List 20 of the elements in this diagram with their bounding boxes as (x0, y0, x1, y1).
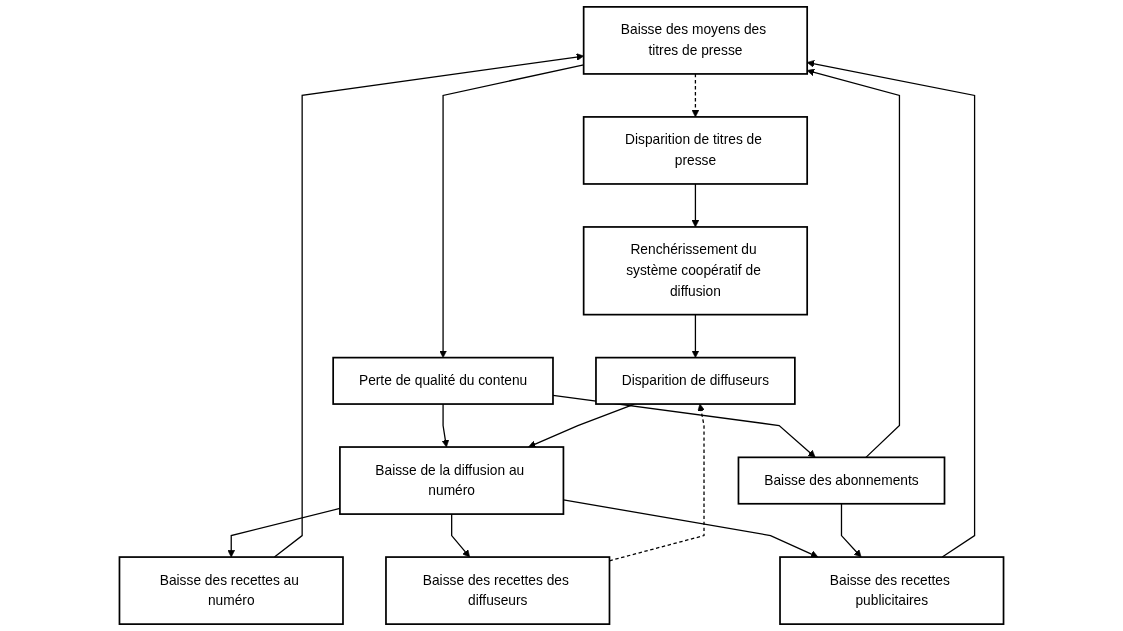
arrow (273, 53, 584, 558)
arrow (806, 60, 976, 558)
arrow (451, 513, 470, 558)
node-box: Perte de qualité du contenu (332, 356, 554, 405)
arrow (691, 314, 700, 358)
node-box: Baisse des recettes publicitaires (779, 556, 1005, 625)
node-box: Disparition de titres de presse (582, 116, 809, 185)
node-box: Baisse des recettes des diffuseurs (385, 556, 611, 625)
arrow (806, 68, 901, 458)
node-box: Baisse de la diffusion au numéro (339, 446, 565, 515)
arrow (691, 183, 700, 228)
arrow (441, 403, 450, 448)
node-box: Disparition de diffuseurs (595, 356, 796, 405)
arrow (552, 394, 816, 458)
node-box: Baisse des moyens des titres de presse (582, 6, 809, 75)
node-box: Baisse des recettes au numéro (118, 556, 344, 625)
node-box: Baisse des abonnements (737, 456, 946, 505)
node-box: Renchérissement du système coopératif de diffusion (582, 226, 809, 316)
arrow (691, 73, 700, 118)
arrow (840, 503, 862, 558)
